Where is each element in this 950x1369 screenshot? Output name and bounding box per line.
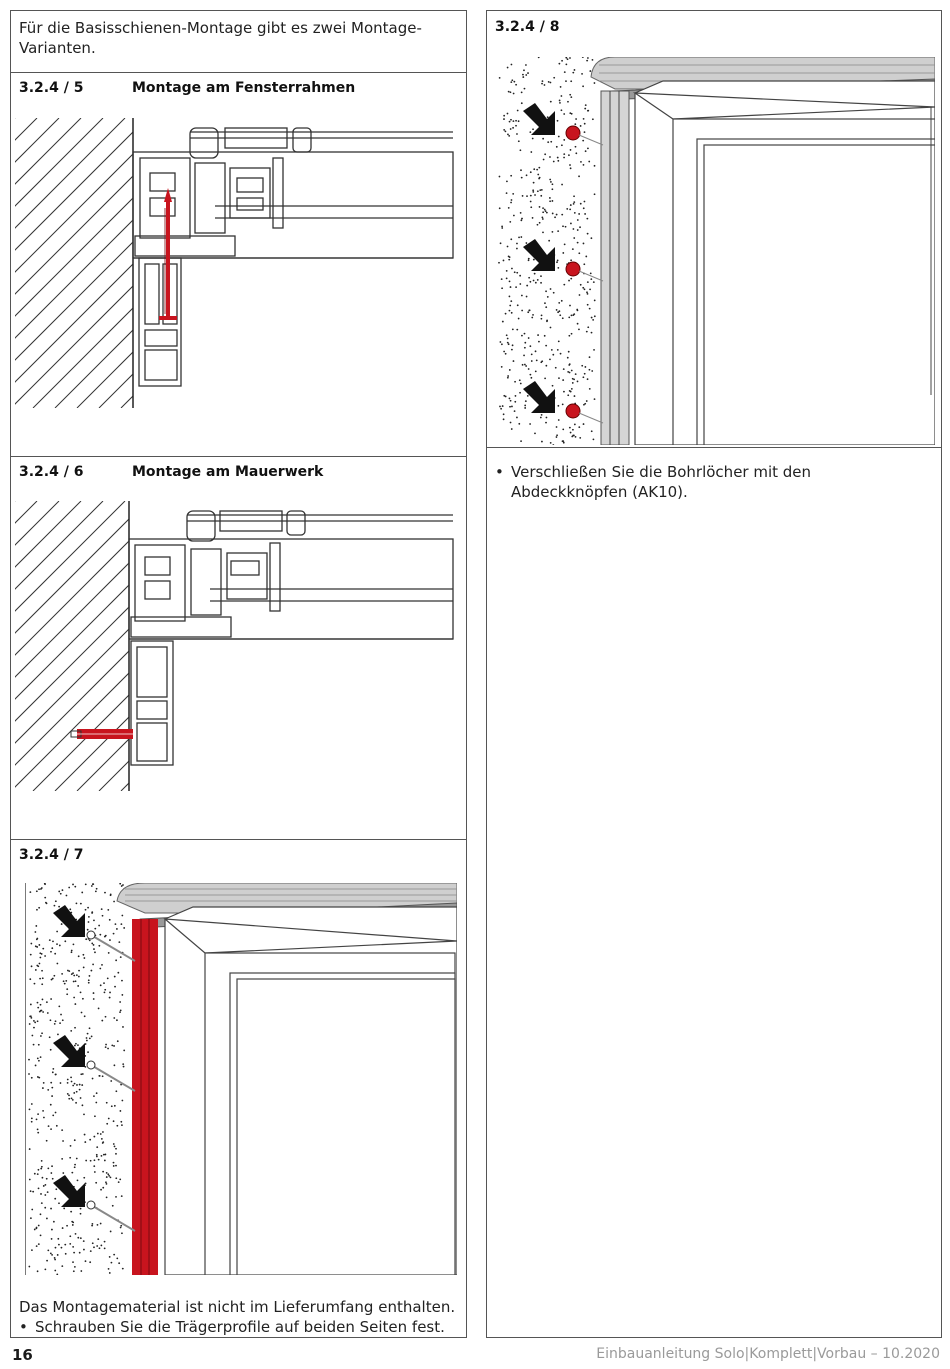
- instruction-item: Schrauben Sie die Trägerprofile auf beid…: [11, 1317, 451, 1337]
- intro-text: Für die Basisschienen-Montage gibt es zw…: [19, 19, 422, 57]
- section-heading: 3.2.4 / 6 Montage am Mauerwerk: [19, 464, 323, 480]
- cover-cap-icon: [565, 261, 581, 277]
- figure-masonry-mounting: [15, 501, 455, 801]
- screw-icon: [90, 1204, 136, 1232]
- footer-document-title: Einbauanleitung Solo|Komplett|Vorbau – 1…: [596, 1346, 940, 1362]
- section-3-2-4-6: 3.2.4 / 6 Montage am Mauerwerk: [11, 456, 466, 840]
- pointer-arrow-icon: [523, 381, 555, 413]
- figure-cover-caps-perspective: [495, 57, 935, 445]
- figure-window-frame-mounting: [15, 118, 455, 418]
- section-number: 3.2.4 / 5: [19, 80, 84, 96]
- pointer-arrow-icon: [523, 103, 555, 135]
- screw-icon: [90, 934, 136, 962]
- figure-screw-rails-perspective: [25, 883, 457, 1275]
- cover-cap-icon: [565, 403, 581, 419]
- page-number: 16: [12, 1346, 33, 1364]
- pointer-arrow-icon: [53, 1035, 85, 1067]
- instruction-list: Schrauben Sie die Trägerprofile auf beid…: [11, 1317, 451, 1337]
- right-column: 3.2.4 / 8: [486, 10, 942, 1338]
- pointer-arrow-icon: [53, 1175, 85, 1207]
- section-3-2-4-5: 3.2.4 / 5 Montage am Fensterrahmen: [11, 72, 466, 457]
- instruction-item: Verschließen Sie die Bohrlöcher mit den …: [487, 462, 927, 502]
- note-text: Das Montagematerial ist nicht im Lieferu…: [19, 1298, 456, 1316]
- section-heading: 3.2.4 / 8: [495, 19, 608, 35]
- section-number: 3.2.4 / 7: [19, 847, 84, 863]
- screw-icon: [90, 1064, 136, 1092]
- section-title: Montage am Mauerwerk: [132, 464, 324, 480]
- pointer-arrow-icon: [53, 905, 85, 937]
- section-number: 3.2.4 / 8: [495, 19, 560, 35]
- instruction-list: Verschließen Sie die Bohrlöcher mit den …: [487, 462, 927, 502]
- left-column: Für die Basisschienen-Montage gibt es zw…: [10, 10, 467, 1338]
- intro-section: Für die Basisschienen-Montage gibt es zw…: [11, 11, 466, 73]
- pointer-arrow-icon: [523, 239, 555, 271]
- section-number: 3.2.4 / 6: [19, 464, 84, 480]
- cover-cap-icon: [565, 125, 581, 141]
- section-3-2-4-7: 3.2.4 / 7: [11, 839, 466, 1339]
- section-3-2-4-8: 3.2.4 / 8: [487, 11, 941, 448]
- section-title: Montage am Fensterrahmen: [132, 80, 356, 96]
- section-heading: 3.2.4 / 7: [19, 847, 132, 863]
- section-heading: 3.2.4 / 5 Montage am Fensterrahmen: [19, 80, 355, 96]
